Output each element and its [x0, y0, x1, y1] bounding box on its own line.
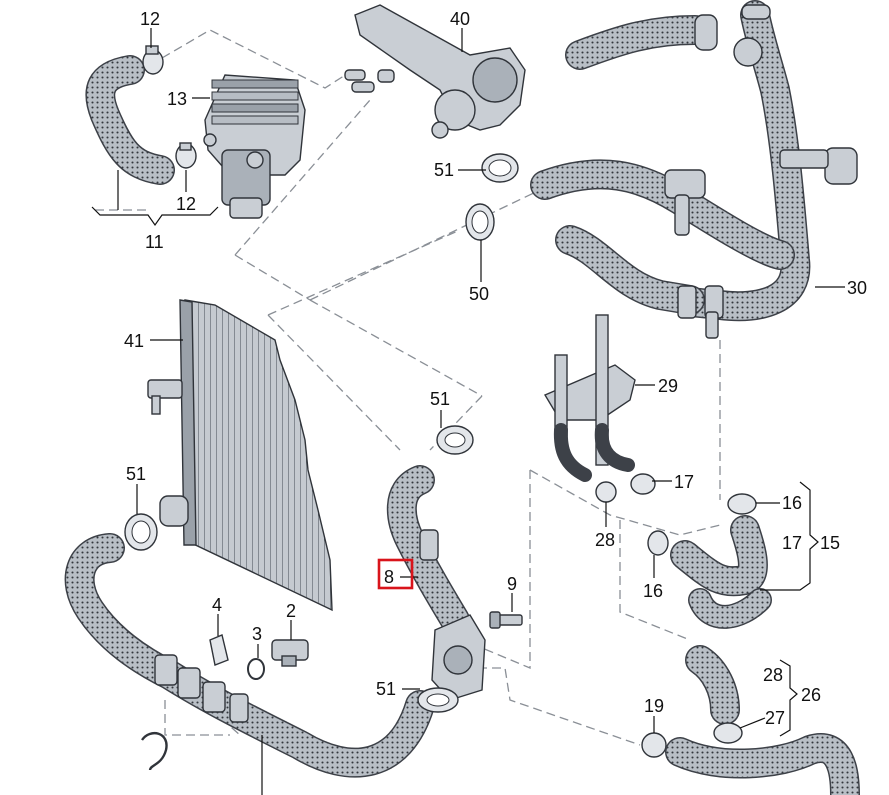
group-brackets	[91, 206, 819, 737]
part-50-clamp	[465, 203, 495, 241]
callout-19: 19	[644, 696, 664, 716]
callout-12-top: 12	[140, 9, 160, 29]
connector-housing	[431, 614, 486, 701]
part-51-clamp-b	[124, 513, 158, 551]
lower-left-hose	[64, 533, 435, 778]
callout-8: 8	[384, 567, 394, 587]
callout-13: 13	[167, 89, 187, 109]
callout-15: 15	[820, 533, 840, 553]
part-28-hose	[685, 645, 740, 725]
callout-17-top: 17	[674, 472, 694, 492]
part-12-clamp-top	[142, 45, 164, 75]
part-4-clip	[209, 634, 229, 666]
part-8-hose	[386, 425, 474, 635]
part-41-radiator	[147, 299, 333, 612]
leader-lines	[117, 28, 845, 795]
callout-29: 29	[658, 376, 678, 396]
callout-11: 11	[145, 232, 164, 252]
part-9-bolt	[489, 611, 523, 629]
part-51-clamp-a	[481, 153, 519, 183]
callout-16-bottom: 16	[643, 581, 663, 601]
part-51-clamp-d	[417, 687, 459, 713]
callout-28-top: 28	[595, 530, 615, 550]
bottom-right-hose	[665, 733, 860, 795]
part-13-oil-cooler	[203, 74, 306, 219]
part-27-clamp	[713, 722, 743, 744]
part-30-hose-assembly	[530, 0, 858, 339]
callout-41: 41	[124, 331, 144, 351]
part-17-hose	[670, 515, 772, 629]
callout-30: 30	[847, 278, 867, 298]
part-16-clamp-b	[647, 530, 669, 556]
callout-51-left: 51	[126, 464, 146, 484]
part-3-oring	[247, 658, 265, 680]
part-16-clamp-a	[727, 493, 757, 515]
callout-2: 2	[286, 601, 296, 621]
part-29-pipe-bracket	[543, 314, 636, 482]
part-28-clamp-a	[595, 481, 617, 503]
callout-12-bottom: 12	[176, 194, 196, 214]
callout-3: 3	[252, 624, 262, 644]
callout-17-right: 17	[782, 533, 802, 553]
part-2-sensor	[271, 639, 309, 667]
part-40-thermostat-housing	[344, 4, 526, 139]
callout-9: 9	[507, 574, 517, 594]
connection-lines	[95, 29, 721, 746]
callout-40: 40	[450, 9, 470, 29]
callout-26: 26	[801, 685, 821, 705]
part-12-clamp-bottom	[175, 142, 197, 169]
callout-51-top: 51	[434, 160, 454, 180]
part-11-hose	[85, 55, 175, 185]
callout-4: 4	[212, 595, 222, 615]
callout-51-mid: 51	[430, 389, 450, 409]
callout-labels: 12 40 13 12 11 51 50 30 41 29 51 51 17 2…	[124, 9, 867, 728]
callout-50: 50	[469, 284, 489, 304]
part-17-clamp-a	[630, 473, 656, 495]
callout-28-bottom: 28	[763, 665, 783, 685]
callout-27: 27	[765, 708, 785, 728]
callout-16-right: 16	[782, 493, 802, 513]
part-19-clamp	[641, 732, 667, 758]
part-8-highlight	[377, 558, 414, 590]
callout-51-bottom: 51	[376, 679, 396, 699]
bottom-clip	[141, 731, 168, 771]
